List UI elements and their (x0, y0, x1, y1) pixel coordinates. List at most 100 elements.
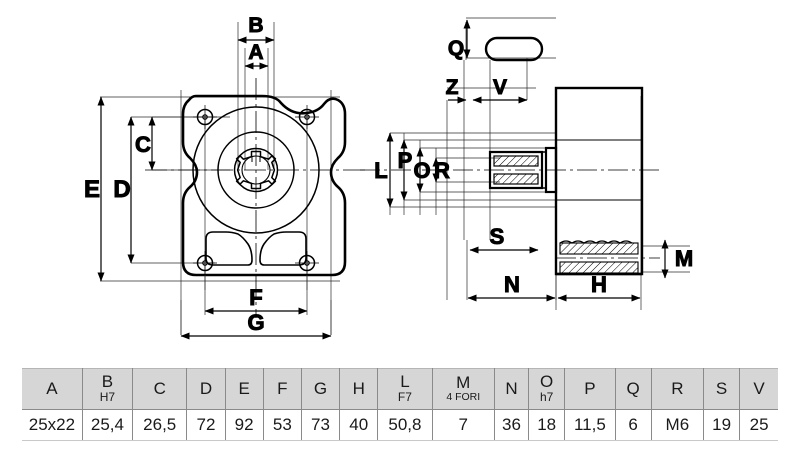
dimension-Z: Z (445, 76, 467, 104)
spec-header-main: O (540, 372, 554, 392)
dimension-label-P: P (398, 148, 413, 173)
spec-header-main: Q (626, 379, 640, 398)
flange-outline (181, 94, 347, 277)
dimension-V: V (472, 76, 528, 104)
spec-header-n: N (493, 368, 530, 410)
spec-header-d: D (186, 368, 226, 410)
dimension-C: C (135, 116, 156, 171)
dimension-M: M (661, 239, 694, 279)
mounting-hole (193, 251, 217, 275)
spec-header-e: E (224, 368, 264, 410)
spec-header-main: N (505, 379, 518, 398)
spec-header-main: L (400, 372, 410, 392)
technical-drawing-canvas: B A E D C F G (83, 14, 694, 340)
dimension-label-R: R (434, 158, 450, 183)
spec-header-h: H (339, 368, 379, 410)
spec-header-main: R (671, 379, 684, 398)
spec-value-a: 25x22 (22, 409, 83, 441)
dimension-label-Q: Q (448, 37, 464, 60)
spec-header-main: M (456, 373, 471, 393)
spec-header-s: S (702, 368, 741, 410)
splined-bore (233, 147, 279, 193)
spec-header-sub: h7 (539, 390, 554, 405)
pilot-circle-inner (217, 131, 295, 209)
spec-value-f: 53 (262, 409, 302, 441)
dimension-G: G (180, 310, 332, 340)
spec-header-f: F (262, 368, 302, 410)
dimension-label-G: G (247, 310, 264, 335)
dimension-D: D (113, 116, 135, 264)
spec-header-main: S (715, 379, 728, 398)
dimension-label-S: S (490, 224, 505, 249)
dimension-H: H (557, 272, 641, 302)
dimension-B: B (237, 14, 275, 44)
spec-header-main: P (584, 379, 596, 398)
spec-header-c: C (132, 368, 188, 410)
shaft-section (488, 150, 544, 190)
dimension-N: N (467, 272, 556, 302)
spec-header-sub: 4 FORI (446, 391, 481, 404)
mounting-hole (193, 105, 217, 129)
spec-value-o: 18 (528, 409, 566, 441)
dimension-S: S (469, 224, 539, 254)
spec-header-p: P (564, 368, 616, 410)
dimension-label-F: F (249, 285, 262, 310)
dimension-label-B: B (248, 14, 263, 37)
spec-value-m: 7 (431, 409, 495, 441)
dimension-label-C: C (135, 132, 151, 157)
spec-value-v: 25 (739, 409, 778, 441)
dimension-label-Z: Z (446, 76, 459, 99)
dimension-label-A: A (248, 41, 263, 64)
spec-header-main: B (101, 372, 114, 392)
front-view: B A E D C F G (83, 14, 368, 340)
spec-value-p: 11,5 (564, 409, 616, 441)
spec-header-main: F (277, 379, 288, 398)
spec-header-main: G (313, 379, 328, 398)
spec-header-main: C (153, 379, 166, 398)
dimension-F: F (204, 275, 308, 315)
dimension-E: E (83, 96, 105, 282)
dimension-label-M: M (675, 246, 693, 271)
dimension-label-E: E (84, 176, 100, 203)
spec-value-q: 6 (614, 409, 652, 441)
dimension-label-D: D (113, 176, 130, 203)
spec-header-sub: F7 (397, 390, 412, 405)
dimension-label-N: N (504, 272, 520, 297)
dimension-label-V: V (493, 76, 507, 99)
spec-value-b: 25,4 (81, 409, 134, 441)
mounting-holes (193, 105, 319, 275)
pilot-circle-outer (192, 106, 320, 234)
dimension-label-O: O (413, 158, 430, 183)
spec-value-g: 73 (300, 409, 341, 441)
dimension-R: R (432, 157, 451, 184)
spec-header-main: V (753, 379, 765, 398)
dimension-O: O (413, 147, 431, 193)
spec-value-d: 72 (186, 409, 226, 441)
spec-header-main: E (238, 379, 250, 398)
spec-value-e: 92 (224, 409, 264, 441)
dimension-Q: Q (447, 19, 471, 61)
side-view: Q Z V L P O R (360, 17, 694, 310)
port-cavity (205, 231, 307, 266)
threaded-port (556, 240, 642, 276)
spec-header-v: V (739, 368, 778, 410)
spec-header-r: R (650, 368, 704, 410)
spec-header-q: Q (614, 368, 652, 410)
spec-header-main: H (352, 379, 365, 398)
spec-value-n: 36 (493, 409, 530, 441)
spec-value-s: 19 (702, 409, 741, 441)
spec-value-l: 50,8 (377, 409, 433, 441)
spec-value-r: M6 (650, 409, 704, 441)
keyway-slot (484, 36, 544, 62)
flange-boss (542, 146, 558, 194)
spec-header-a: A (22, 368, 83, 410)
dimension-P: P (397, 139, 413, 201)
dimension-label-L: L (374, 158, 387, 183)
